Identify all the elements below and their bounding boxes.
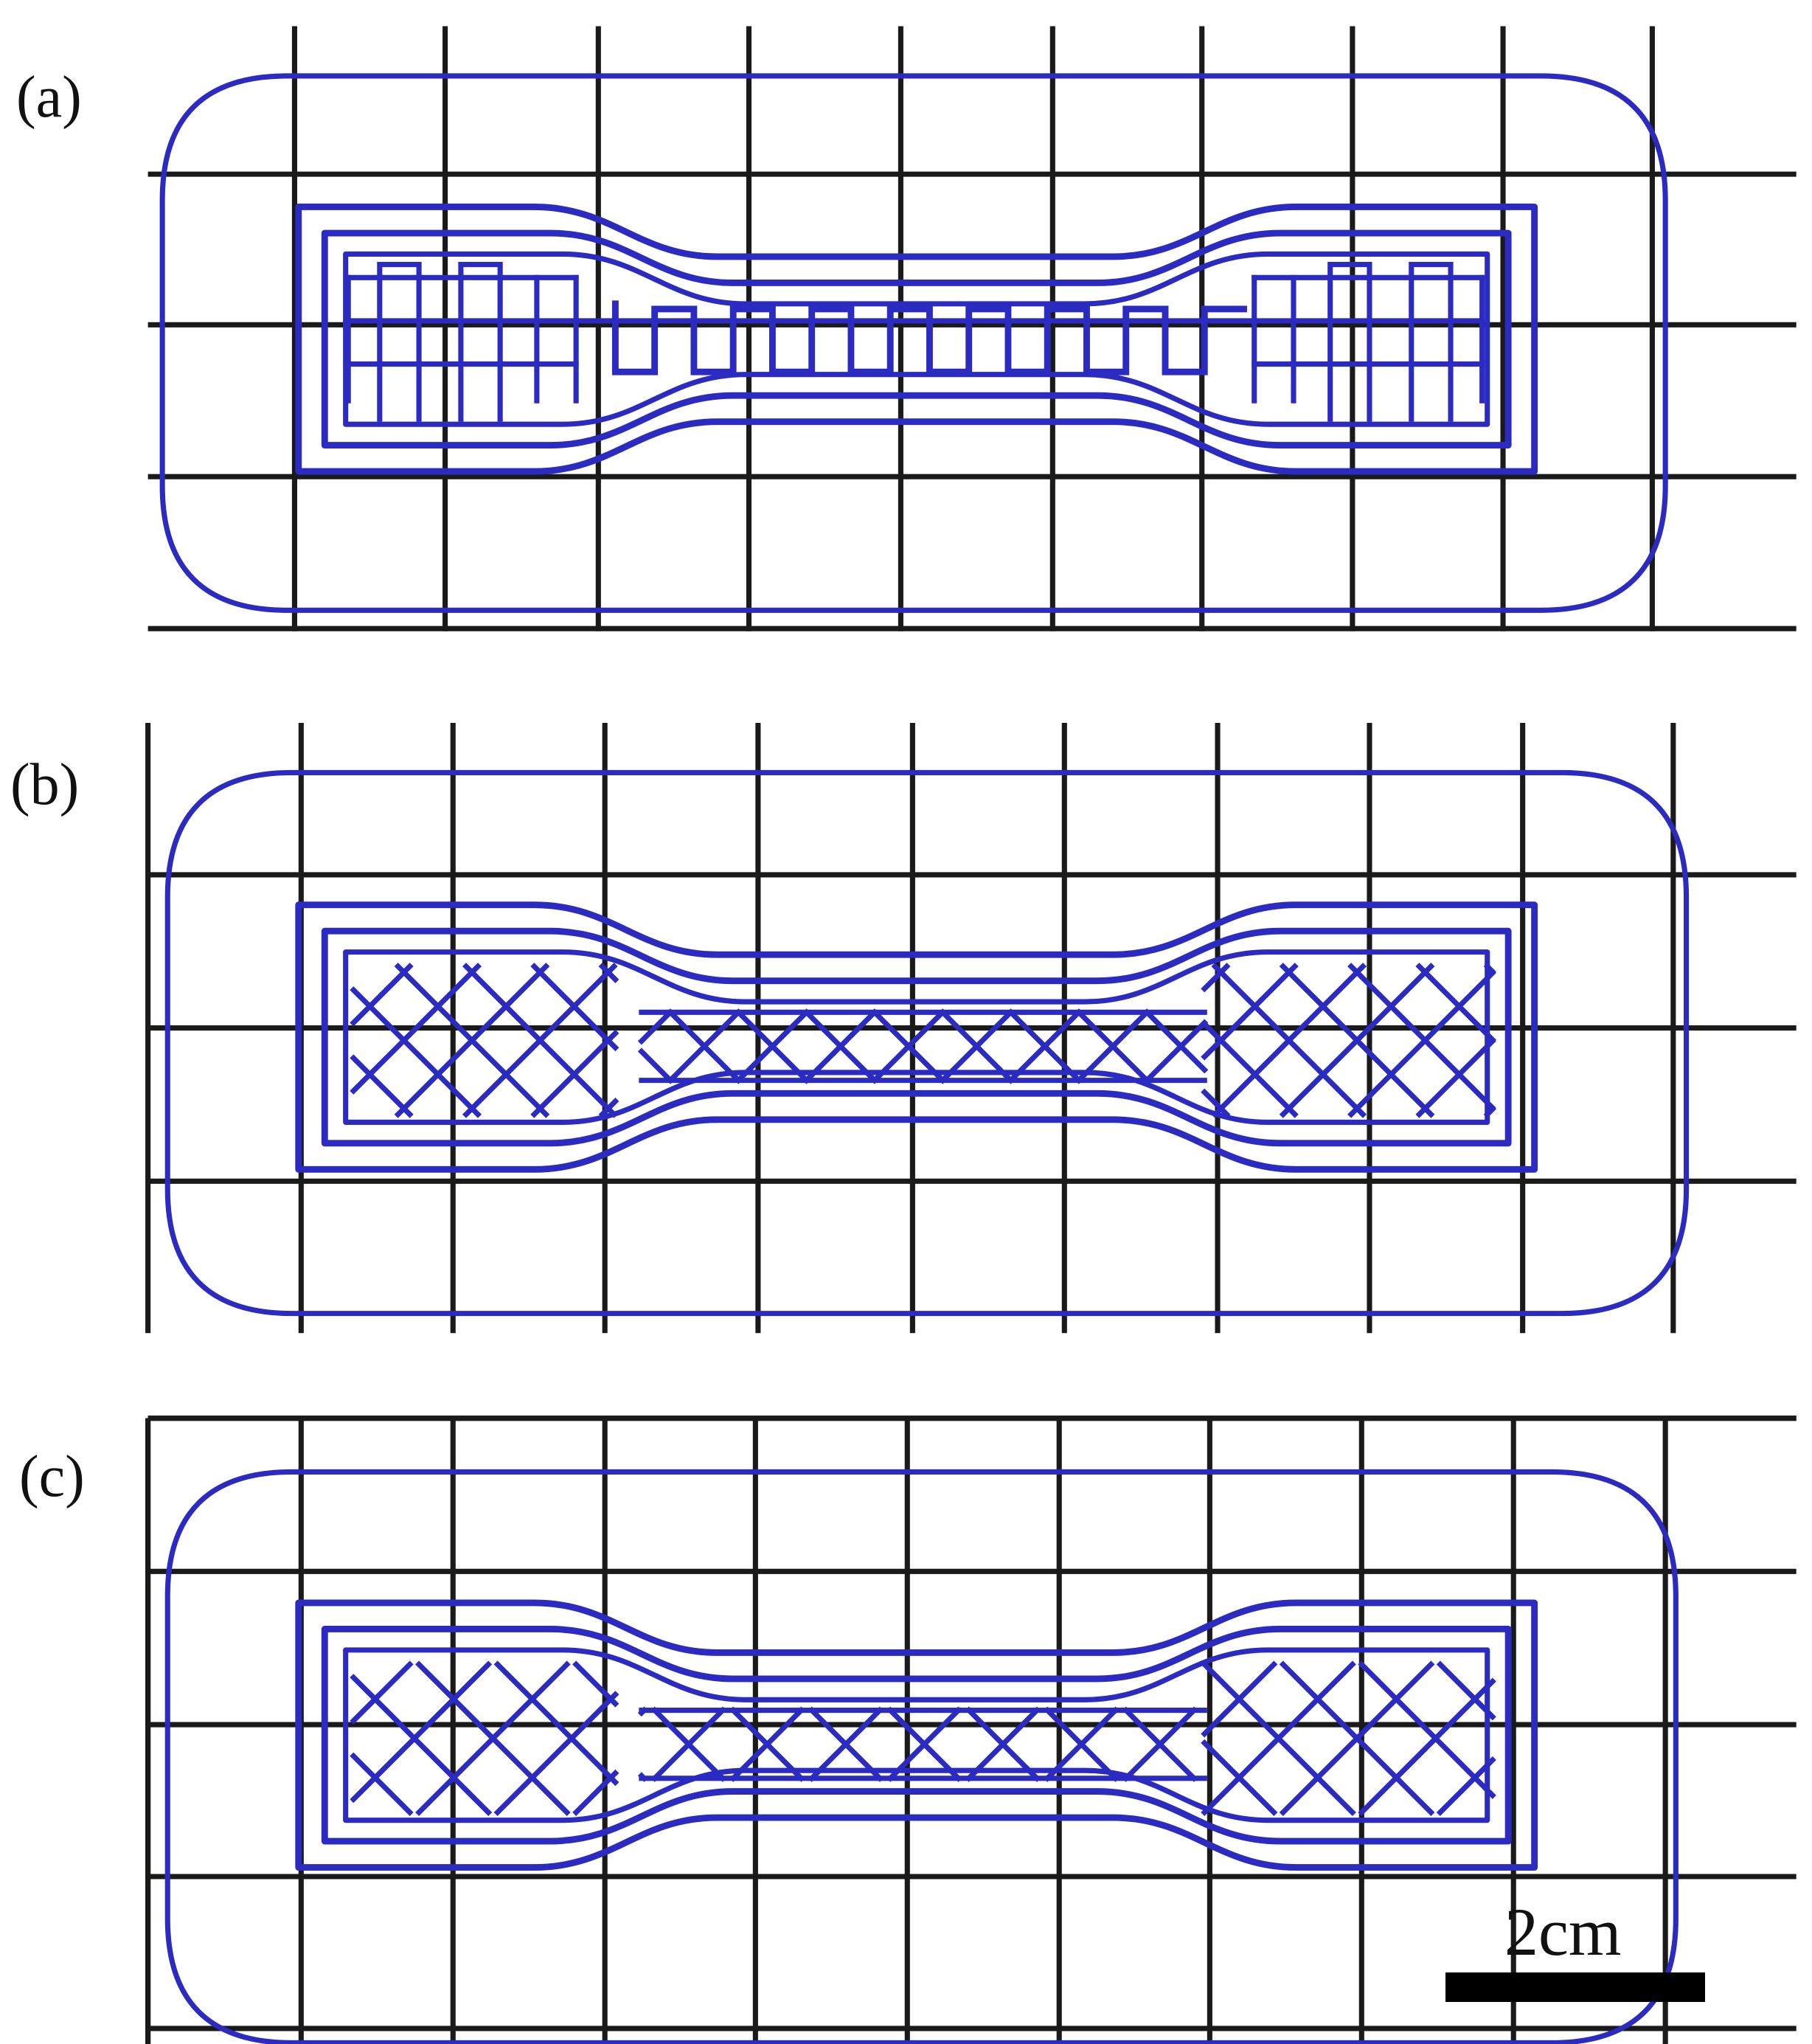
infill-diagonal <box>350 986 482 1118</box>
scale-bar-label: 2cm <box>1504 1894 1621 1969</box>
panel-label-a: (a) <box>16 65 82 130</box>
infill <box>350 963 1496 1118</box>
infill-diagonal <box>1483 1105 1496 1118</box>
infill-diagonal <box>394 963 550 1118</box>
infill-diagonal <box>350 1054 414 1118</box>
infill-diagonal <box>493 1660 619 1787</box>
infill-diagonal <box>350 1660 414 1725</box>
infill-diagonal <box>1279 1660 1435 1817</box>
infill-diagonal <box>1211 963 1367 1118</box>
infill-diagonal <box>666 1008 743 1084</box>
infill-diagonal <box>886 1706 962 1782</box>
specimen-third-perimeter <box>343 949 1490 1125</box>
infill-diagonal <box>530 1029 619 1118</box>
infill-diagonal <box>350 1660 493 1804</box>
infill-diagonal <box>415 1660 571 1817</box>
infill-diagonal <box>939 1008 1015 1084</box>
infill-diagonal <box>1122 1706 1198 1782</box>
infill-diagonal <box>1044 1706 1120 1782</box>
infill-diagonal <box>1201 1088 1231 1118</box>
toolpath <box>159 73 1668 613</box>
skirt-outline <box>164 769 1690 1317</box>
infill-diagonal <box>802 1008 878 1084</box>
infill-diagonal <box>530 963 619 1052</box>
infill-diagonal <box>572 1660 619 1708</box>
specimen-third-perimeter <box>343 251 1490 427</box>
infill-diagonal <box>1201 963 1299 1061</box>
infill-diagonal <box>1143 1008 1209 1074</box>
specimen-third-perimeter <box>343 1647 1490 1823</box>
infill-diagonal <box>637 1008 674 1045</box>
specimen-outer-perimeter <box>295 1599 1538 1871</box>
panel-b <box>145 722 1797 1334</box>
grid <box>145 1416 1797 2044</box>
infill-diagonal <box>1075 1008 1151 1084</box>
specimen-inner-perimeter <box>321 1626 1512 1845</box>
toolpath <box>164 1469 1679 2044</box>
infill-square-wave <box>458 262 503 422</box>
infill-square-wave <box>611 300 1247 375</box>
infill-diagonal <box>572 1769 619 1817</box>
specimen-inner-perimeter <box>321 229 1512 449</box>
infill-diagonal <box>598 1097 619 1118</box>
infill-diagonal <box>1143 1019 1209 1084</box>
infill-diagonal <box>1279 963 1435 1118</box>
infill-diagonal <box>1201 1660 1356 1817</box>
infill-diagonal <box>493 1691 619 1817</box>
infill-diagonal <box>1007 1008 1083 1084</box>
infill-diagonal <box>1436 1756 1496 1817</box>
infill-square-wave <box>377 262 422 422</box>
infill-diagonal <box>808 1706 884 1782</box>
infill-diagonal <box>1347 969 1496 1118</box>
infill-diagonal <box>729 1706 805 1782</box>
infill-diagonal <box>1415 1037 1496 1118</box>
infill-diagonal <box>350 1752 414 1817</box>
infill-square-wave <box>1327 262 1372 422</box>
toolpath <box>164 769 1690 1317</box>
infill-diagonal <box>965 1706 1041 1782</box>
infill-diagonal <box>1358 1677 1496 1817</box>
grid <box>147 26 1797 631</box>
panel-label-c: (c) <box>19 1444 85 1509</box>
infill-diagonal <box>350 963 482 1095</box>
specimen-outer-perimeter <box>295 204 1538 475</box>
infill-diagonal <box>637 1047 674 1084</box>
infill-diagonal <box>735 1008 810 1084</box>
infill-diagonal <box>1436 1660 1496 1721</box>
scale-bar <box>1445 1972 1705 2002</box>
infill-diagonal <box>598 963 619 983</box>
infill-diagonal <box>350 1674 493 1817</box>
panel-a <box>147 26 1797 631</box>
infill-diagonal <box>1483 963 1496 976</box>
specimen-inner-perimeter <box>321 927 1512 1147</box>
panel-c <box>145 1416 1797 2044</box>
panel-label-b: (b) <box>10 752 79 817</box>
infill-diagonal <box>870 1008 947 1084</box>
infill-diagonal <box>350 963 414 1027</box>
skirt-outline <box>164 1469 1679 2044</box>
skirt-outline <box>159 73 1668 613</box>
infill <box>345 262 1485 422</box>
infill-diagonal <box>1201 963 1231 993</box>
infill-diagonal <box>650 1706 726 1782</box>
specimen-outer-perimeter <box>295 901 1538 1173</box>
grid <box>145 722 1797 1334</box>
infill-diagonal <box>1358 1660 1496 1799</box>
infill-square-wave <box>1409 262 1454 422</box>
infill <box>350 1660 1496 1817</box>
infill-diagonal <box>462 963 618 1118</box>
infill-diagonal <box>1347 963 1496 1112</box>
infill-diagonal <box>1415 963 1496 1044</box>
